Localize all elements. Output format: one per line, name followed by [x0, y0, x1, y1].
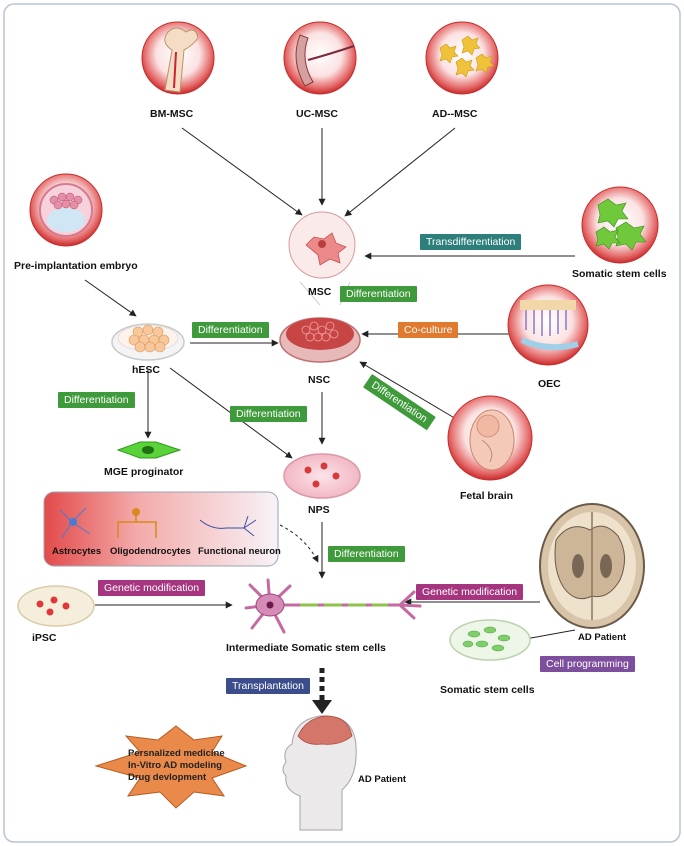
label-astrocytes: Astrocytes [52, 546, 102, 557]
bone-icon [164, 27, 199, 93]
tag-cell-programming: Cell programming [540, 656, 635, 672]
patient-head [282, 715, 357, 831]
label-ad-msc: AD--MSC [432, 108, 478, 120]
label-hesc: hESC [132, 364, 161, 376]
oligodendrocyte-body-icon [132, 508, 140, 516]
functional-neuron-icon [199, 515, 257, 537]
brain-icon [297, 715, 353, 745]
label-uc-msc: UC-MSC [296, 108, 338, 120]
ad-patient-brain [539, 503, 645, 629]
arrow-embryo-to-hesc [84, 279, 137, 317]
tag-coculture: Co-culture [398, 322, 459, 338]
nsc-dish [279, 317, 361, 363]
figure-frame [3, 3, 681, 843]
applications-star [94, 725, 248, 809]
label-ad-patient-final: AD Patient [358, 774, 407, 785]
label-msc: MSC [308, 286, 332, 298]
arrow-bm-to-msc [181, 127, 303, 216]
fetus-icon [476, 414, 500, 438]
label-somatic-top: Somatic stem cells [572, 268, 667, 280]
msc-cell [288, 211, 356, 279]
msc-pointer-left [299, 281, 321, 306]
oec-circle [507, 284, 589, 366]
bm-msc-circle [141, 21, 215, 95]
neuron-types-box [43, 491, 279, 567]
umbilical-cord-icon [295, 34, 314, 87]
label-embryo: Pre-implantation embryo [14, 260, 138, 272]
label-intermediate: Intermediate Somatic stem cells [226, 642, 386, 654]
label-fetal-brain: Fetal brain [460, 490, 514, 502]
application-3: Drug devlopment [128, 772, 207, 783]
hesc-dish [111, 323, 185, 361]
application-2: In-Vitro AD modeling [128, 760, 222, 771]
application-1: Persnalized medicine [128, 748, 225, 759]
ad-msc-circle [425, 21, 499, 95]
uc-msc-circle [283, 21, 357, 95]
label-nsc: NSC [308, 374, 331, 386]
tag-differentiation-hesc-nps: Differentiation [230, 406, 307, 422]
arrow-fetal-to-nsc [359, 361, 469, 427]
label-functional-neuron: Functional neuron [198, 546, 281, 557]
arrow-ad-to-msc [344, 127, 456, 217]
intermediate-neuron [244, 578, 422, 634]
nps-dish [283, 453, 361, 499]
mge-cell [116, 441, 182, 459]
astrocyte-body-icon [69, 518, 77, 526]
tag-differentiation-hesc-nsc: Differentiation [192, 322, 269, 338]
embryo-circle [29, 173, 103, 247]
label-bm-msc: BM-MSC [150, 108, 194, 120]
label-ad-patient-brain: AD Patient [578, 632, 627, 643]
arrows [84, 127, 576, 643]
arrow-box-to-neuron [279, 524, 319, 563]
tag-differentiation-nps: Differentiation [328, 546, 405, 562]
tag-genetic-mod-right: Genetic modification [416, 584, 524, 600]
tag-differentiation-hesc-mge: Differentiation [58, 392, 135, 408]
tag-transplantation: Transplantation [226, 678, 310, 694]
label-mge: MGE proginator [104, 466, 184, 478]
fetal-brain-circle [447, 395, 533, 481]
tag-genetic-mod-left: Genetic modification [98, 580, 206, 596]
tag-differentiation-msc: Differentiation [340, 286, 417, 302]
somatic-stem-cells-dish [449, 619, 531, 661]
tag-transdifferentiation: Transdifferentiation [420, 234, 522, 250]
ipsc-dish [17, 585, 95, 627]
transplantation-arrow [312, 668, 332, 714]
label-ipsc: iPSC [32, 632, 57, 644]
label-nps: NPS [308, 504, 330, 516]
label-somatic-bottom: Somatic stem cells [440, 684, 535, 696]
label-oligodendrocytes: Oligodendrocytes [110, 546, 191, 557]
label-oec: OEC [538, 378, 561, 390]
somatic-stem-cells-circle [581, 186, 659, 264]
adipocyte-icon [439, 35, 495, 78]
